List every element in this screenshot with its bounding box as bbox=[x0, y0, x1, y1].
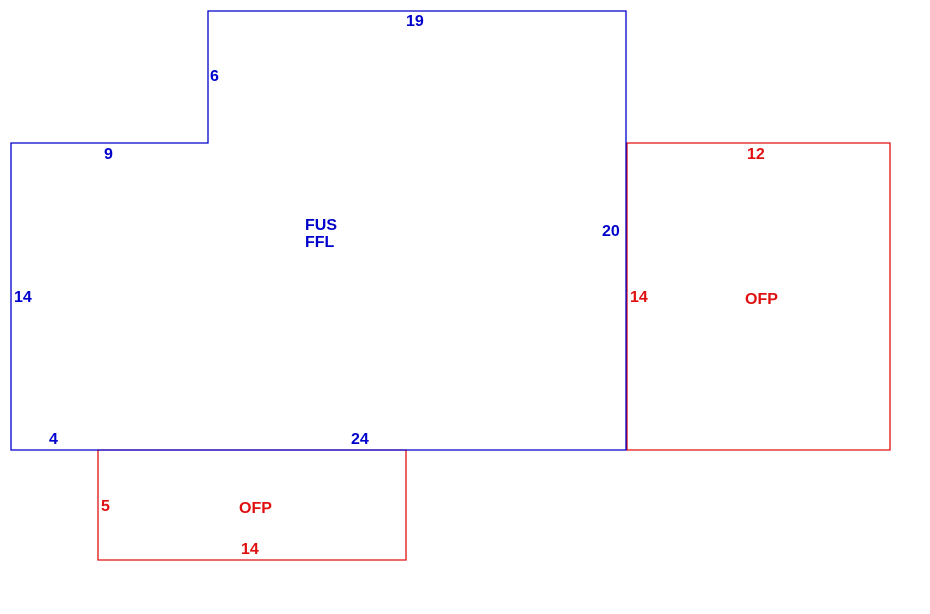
main-dim-left-step: 9 bbox=[104, 146, 113, 163]
porch-bottom-dim-left: 5 bbox=[101, 498, 110, 515]
porch-right-dim-left: 14 bbox=[630, 289, 648, 306]
porch-bottom-dim-bottom: 14 bbox=[241, 541, 259, 558]
main-dim-bottom-left: 4 bbox=[49, 431, 58, 448]
main-dim-right: 20 bbox=[602, 223, 620, 240]
porch-bottom-code: OFP bbox=[239, 500, 272, 517]
main-dim-left-upper: 6 bbox=[210, 68, 219, 85]
main-code-fus: FUS bbox=[305, 217, 337, 234]
porch-right-dim-top: 12 bbox=[747, 146, 765, 163]
main-dim-left: 14 bbox=[14, 289, 32, 306]
main-dim-bottom: 24 bbox=[351, 431, 369, 448]
main-dim-top: 19 bbox=[406, 13, 424, 30]
porch-right-code: OFP bbox=[745, 291, 778, 308]
main-code-ffl: FFL bbox=[305, 234, 335, 251]
main-structure-outline bbox=[10, 10, 627, 451]
porch-right-outline bbox=[626, 142, 891, 451]
